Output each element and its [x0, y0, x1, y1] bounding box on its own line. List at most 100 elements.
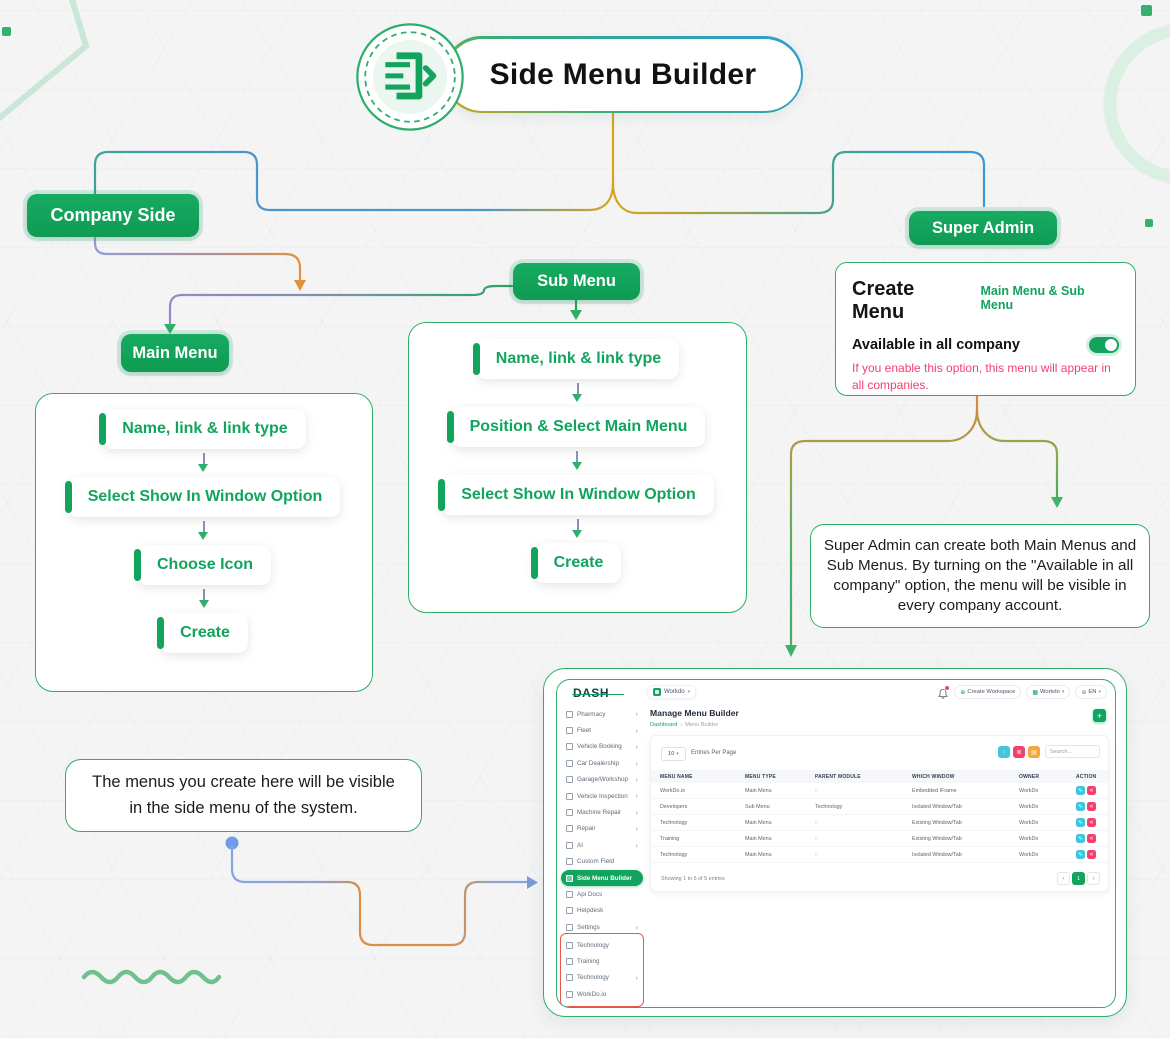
down-arrow-icon — [198, 521, 209, 540]
sidebar-menu: Pharmacy › Fleet › Vehicle Booking › — [561, 706, 643, 935]
delete-button[interactable]: ✕ — [1087, 834, 1096, 843]
available-all-company-toggle[interactable] — [1089, 337, 1119, 353]
pagination-prev-icon[interactable]: ‹ — [1057, 872, 1070, 885]
table-tools: ↓ ≣ ▤ — [998, 746, 1040, 758]
language-selector[interactable]: ⊕ EN ▾ — [1075, 685, 1107, 699]
table-row: Training Main Menu - Existing Window/Tab… — [651, 831, 1108, 847]
cell-which-window: Embedded IFrame — [912, 787, 957, 794]
delete-button[interactable]: ✕ — [1087, 786, 1096, 795]
sidebar-item-icon — [566, 941, 573, 949]
globe-icon: ⊕ — [1081, 689, 1087, 696]
main-menu-badge: Main Menu — [121, 334, 229, 372]
sidebar-item[interactable]: Fleet › — [561, 722, 643, 738]
cell-actions: ✎ ✕ — [1076, 850, 1099, 859]
logo-strike-line — [572, 693, 624, 696]
sidebar-item-label: Training — [577, 958, 600, 966]
edit-button[interactable]: ✎ — [1076, 802, 1085, 811]
cell-parent-module: - — [815, 851, 817, 858]
sidebar-item[interactable]: Custom Field — [561, 854, 643, 870]
breadcrumb-separator-icon: › — [680, 722, 683, 728]
edit-button[interactable]: ✎ — [1076, 850, 1085, 859]
down-arrow-icon — [572, 519, 582, 538]
flow-step-card: Create — [157, 613, 248, 653]
super-admin-badge: Super Admin — [909, 211, 1057, 245]
workspace-switcher[interactable]: ▦ Workdo ▾ — [1026, 685, 1071, 699]
sidebar-item-icon — [566, 743, 573, 751]
sidebar-item[interactable]: Api Docs — [561, 886, 643, 902]
chevron-right-icon: › — [635, 742, 639, 752]
sidebar-item-label: Side Menu Builder — [577, 874, 632, 882]
table-header-cell: PARENT MODULE — [815, 773, 861, 780]
create-menu-card: Create Menu Main Menu & Sub Menu Availab… — [835, 262, 1136, 396]
chevron-down-icon: ▾ — [1098, 689, 1101, 695]
sidebar-item-label: Custom Field — [577, 858, 615, 866]
sidebar-item[interactable]: Garage/Workshop › — [561, 772, 643, 788]
breadcrumb-current: Menu Builder — [685, 722, 719, 728]
delete-button[interactable]: ✕ — [1087, 850, 1096, 859]
menu-table-card: 10 ▾ Entries Per Page ↓ ≣ ▤ MENU NAMEMEN… — [650, 735, 1109, 892]
sub-menu-flow-box: Name, link & link type Position & Select… — [408, 322, 747, 613]
workspace-chip[interactable]: Workdo ▾ — [647, 685, 697, 699]
sidebar-item[interactable]: Helpdesk — [561, 903, 643, 919]
sidebar-item-icon — [566, 907, 573, 915]
cell-parent-module: - — [815, 819, 817, 826]
dashboard-screenshot: DASH Pharmacy › Fleet › — [543, 668, 1127, 1017]
title-pill: Side Menu Builder — [443, 36, 803, 113]
sidebar-custom-item[interactable]: Training — [562, 953, 642, 969]
sidebar-item-icon — [566, 727, 573, 735]
edit-button[interactable]: ✎ — [1076, 834, 1085, 843]
cell-parent-module: - — [815, 787, 817, 794]
cell-which-window: Isolated Window/Tab — [912, 851, 962, 858]
table-header-cell: MENU NAME — [660, 773, 693, 780]
table-header-cell: MENU TYPE — [745, 773, 776, 780]
chevron-right-icon: › — [635, 840, 639, 850]
sub-menu-badge: Sub Menu — [513, 263, 640, 300]
sidebar-item[interactable]: AI › — [561, 837, 643, 853]
sidebar-item[interactable]: Vehicle Booking › — [561, 739, 643, 755]
edit-button[interactable]: ✎ — [1076, 818, 1085, 827]
cell-menu-type: Main Menu — [745, 835, 772, 842]
sidebar-item[interactable]: Repair › — [561, 821, 643, 837]
sidebar-item-icon — [566, 890, 573, 898]
sidebar-item-label: WorkDo.io — [577, 990, 607, 998]
flow-step-card: Position & Select Main Menu — [446, 407, 706, 447]
table-header-cell: ACTION — [1076, 773, 1097, 780]
sidebar-item-label: AI — [577, 841, 583, 849]
edit-button[interactable]: ✎ — [1076, 786, 1085, 795]
export-pdf-button[interactable]: ≣ — [1013, 746, 1025, 758]
sidebar-custom-item[interactable]: WorkDo.io — [562, 986, 642, 1002]
sidebar-item-icon — [566, 990, 573, 998]
table-header-cell: OWNER — [1019, 773, 1040, 780]
sidebar-item[interactable]: Machine Repair › — [561, 804, 643, 820]
decor-square-right — [1145, 219, 1153, 227]
delete-button[interactable]: ✕ — [1087, 802, 1096, 811]
cell-menu-name: Developers — [660, 803, 688, 810]
export-button[interactable]: ↓ — [998, 746, 1010, 758]
entries-per-page-select[interactable]: 10 ▾ — [661, 747, 686, 761]
add-menu-button[interactable]: + — [1093, 709, 1106, 722]
sidebar-item[interactable]: Car Dealership › — [561, 755, 643, 771]
breadcrumb-home[interactable]: Dashboard — [650, 722, 678, 728]
chevron-right-icon: › — [635, 807, 639, 817]
search-input[interactable] — [1045, 745, 1100, 758]
sidebar-item-icon — [566, 776, 573, 784]
create-workspace-button[interactable]: ⊕ Create Workspace — [954, 685, 1022, 699]
pagination-next-icon[interactable]: › — [1087, 872, 1100, 885]
sidebar-custom-item[interactable]: Technology › — [562, 970, 642, 986]
print-button[interactable]: ▤ — [1028, 746, 1040, 758]
sidebar-custom-item[interactable]: Technology — [562, 937, 642, 953]
flow-step: Choose Icon — [133, 517, 271, 585]
down-arrow-icon — [198, 589, 209, 608]
sidebar-item[interactable]: Settings › — [561, 919, 643, 935]
chevron-right-icon: › — [635, 775, 639, 784]
sidebar-item[interactable]: Pharmacy › — [561, 706, 643, 722]
delete-button[interactable]: ✕ — [1087, 818, 1096, 827]
pagination-page-1[interactable]: 1 — [1072, 872, 1085, 885]
chevron-down-icon: ▾ — [676, 751, 679, 757]
chevron-down-icon: ▾ — [1061, 689, 1065, 695]
notifications-button[interactable] — [938, 685, 951, 699]
sidebar-item-label: Car Dealership — [577, 759, 619, 767]
sidebar-item[interactable]: Side Menu Builder — [561, 869, 643, 887]
sidebar-item[interactable]: Vehicle Inspection › — [561, 788, 643, 804]
decor-squiggle — [81, 969, 222, 985]
